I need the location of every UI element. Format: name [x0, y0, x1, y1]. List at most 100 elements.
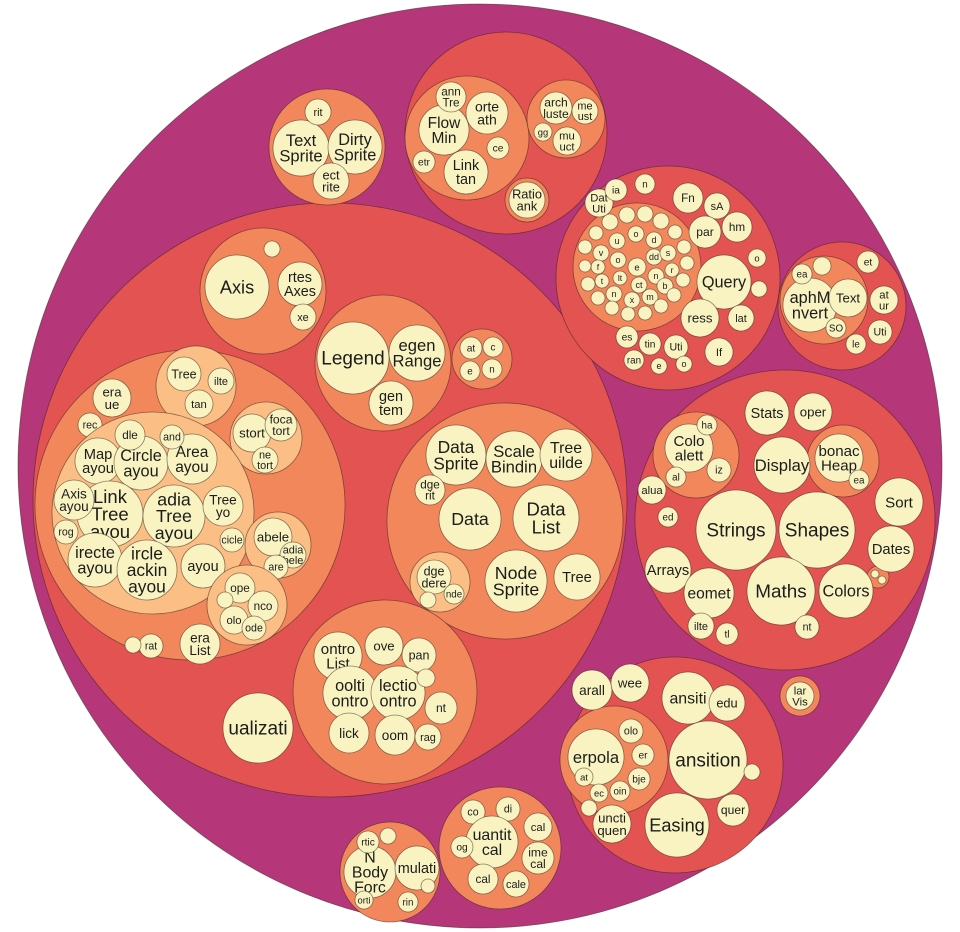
pack-leaf-node[interactable]: [219, 527, 245, 553]
pack-leaf-node[interactable]: [618, 718, 644, 744]
pack-leaf-node[interactable]: [539, 428, 593, 482]
pack-leaf-node[interactable]: [675, 272, 691, 288]
pack-leaf-node[interactable]: [664, 423, 714, 473]
pack-leaf-node[interactable]: [222, 692, 294, 764]
pack-leaf-node[interactable]: [753, 436, 811, 494]
pack-leaf-node[interactable]: [744, 390, 790, 436]
pack-leaf-node[interactable]: [388, 324, 446, 382]
pack-leaf-node[interactable]: [328, 712, 370, 754]
pack-leaf-node[interactable]: [818, 563, 874, 619]
pack-leaf-node[interactable]: [584, 188, 614, 218]
pack-leaf-node[interactable]: [124, 636, 142, 654]
pack-leaf-node[interactable]: [704, 337, 734, 367]
pack-leaf-node[interactable]: [264, 408, 298, 442]
pack-leaf-node[interactable]: [627, 257, 647, 277]
pack-leaf-node[interactable]: [695, 489, 777, 571]
pack-leaf-node[interactable]: [327, 119, 383, 175]
pack-leaf-node[interactable]: [312, 162, 350, 200]
pack-leaf-node[interactable]: [812, 256, 832, 276]
pack-leaf-node[interactable]: [53, 519, 79, 545]
pack-leaf-node[interactable]: [552, 126, 582, 156]
pack-leaf-node[interactable]: [605, 285, 623, 303]
pack-leaf-node[interactable]: [539, 91, 573, 125]
pack-leaf-node[interactable]: [627, 767, 651, 791]
pack-leaf-node[interactable]: [668, 720, 748, 800]
pack-leaf-node[interactable]: [683, 567, 735, 619]
pack-leaf-node[interactable]: [370, 665, 426, 721]
pack-leaf-node[interactable]: [232, 413, 272, 453]
pack-leaf-node[interactable]: [414, 723, 442, 751]
pack-leaf-node[interactable]: [631, 743, 655, 767]
pack-leaf-node[interactable]: [634, 173, 656, 195]
pack-leaf-node[interactable]: [825, 317, 847, 339]
pack-leaf-node[interactable]: [630, 276, 648, 294]
pack-leaf-node[interactable]: [424, 691, 458, 725]
pack-leaf-node[interactable]: [650, 357, 668, 375]
pack-leaf-node[interactable]: [592, 244, 610, 262]
pack-leaf-node[interactable]: [450, 835, 474, 859]
pack-leaf-node[interactable]: [747, 248, 767, 268]
pack-group-node[interactable]: [451, 328, 513, 390]
pack-leaf-node[interactable]: [869, 285, 899, 315]
pack-leaf-node[interactable]: [688, 215, 722, 249]
pack-leaf-node[interactable]: [716, 793, 750, 827]
pack-leaf-node[interactable]: [481, 358, 503, 380]
pack-leaf-node[interactable]: [435, 81, 467, 113]
pack-leaf-node[interactable]: [251, 446, 279, 474]
pack-leaf-node[interactable]: [608, 232, 626, 250]
pack-leaf-node[interactable]: [533, 122, 553, 142]
pack-leaf-node[interactable]: [553, 553, 601, 601]
pack-leaf-node[interactable]: [672, 182, 704, 214]
pack-leaf-node[interactable]: [364, 626, 404, 666]
pack-leaf-node[interactable]: [663, 334, 689, 360]
pack-leaf-node[interactable]: [512, 484, 580, 552]
pack-leaf-node[interactable]: [438, 487, 502, 551]
pack-leaf-node[interactable]: [644, 792, 710, 858]
pack-leaf-node[interactable]: [484, 549, 548, 613]
pack-leaf-node[interactable]: [848, 469, 870, 491]
pack-leaf-node[interactable]: [623, 291, 641, 309]
pack-leaf-node[interactable]: [397, 891, 419, 913]
pack-leaf-node[interactable]: [676, 239, 692, 255]
pack-leaf-node[interactable]: [746, 556, 816, 626]
pack-leaf-node[interactable]: [241, 615, 267, 641]
pack-leaf-node[interactable]: [277, 261, 323, 307]
pack-leaf-node[interactable]: [179, 623, 221, 665]
pack-leaf-node[interactable]: [687, 612, 715, 640]
pack-leaf-node[interactable]: [578, 259, 592, 273]
pack-leaf-node[interactable]: [623, 349, 645, 371]
pack-leaf-node[interactable]: [485, 430, 543, 488]
pack-leaf-node[interactable]: [609, 780, 631, 802]
pack-leaf-node[interactable]: [750, 280, 768, 298]
pack-leaf-node[interactable]: [184, 389, 214, 419]
pack-leaf-node[interactable]: [620, 306, 636, 322]
pack-leaf-node[interactable]: [414, 474, 446, 506]
pack-leaf-node[interactable]: [641, 288, 659, 306]
pack-leaf-node[interactable]: [696, 254, 752, 310]
pack-leaf-node[interactable]: [580, 799, 598, 817]
pack-leaf-node[interactable]: [580, 276, 596, 292]
pack-leaf-node[interactable]: [138, 633, 164, 659]
pack-leaf-node[interactable]: [521, 841, 555, 875]
pack-leaf-node[interactable]: [618, 206, 636, 224]
pack-leaf-node[interactable]: [828, 278, 868, 318]
pack-leaf-node[interactable]: [588, 225, 604, 241]
pack-leaf-node[interactable]: [53, 479, 95, 521]
pack-leaf-node[interactable]: [638, 332, 662, 356]
pack-leaf-node[interactable]: [696, 414, 718, 436]
pack-leaf-node[interactable]: [874, 477, 924, 527]
pack-leaf-node[interactable]: [343, 845, 397, 899]
pack-leaf-node[interactable]: [794, 614, 820, 640]
pack-leaf-node[interactable]: [636, 205, 654, 223]
pack-leaf-node[interactable]: [627, 225, 645, 243]
pack-leaf-node[interactable]: [92, 378, 132, 418]
pack-leaf-node[interactable]: [703, 192, 731, 220]
pack-leaf-node[interactable]: [224, 572, 256, 604]
pack-leaf-node[interactable]: [609, 251, 627, 269]
pack-leaf-node[interactable]: [615, 325, 639, 349]
pack-leaf-node[interactable]: [664, 262, 680, 278]
pack-leaf-node[interactable]: [610, 663, 650, 703]
pack-leaf-node[interactable]: [443, 149, 489, 195]
pack-leaf-node[interactable]: [743, 763, 761, 781]
pack-leaf-node[interactable]: [778, 491, 856, 569]
